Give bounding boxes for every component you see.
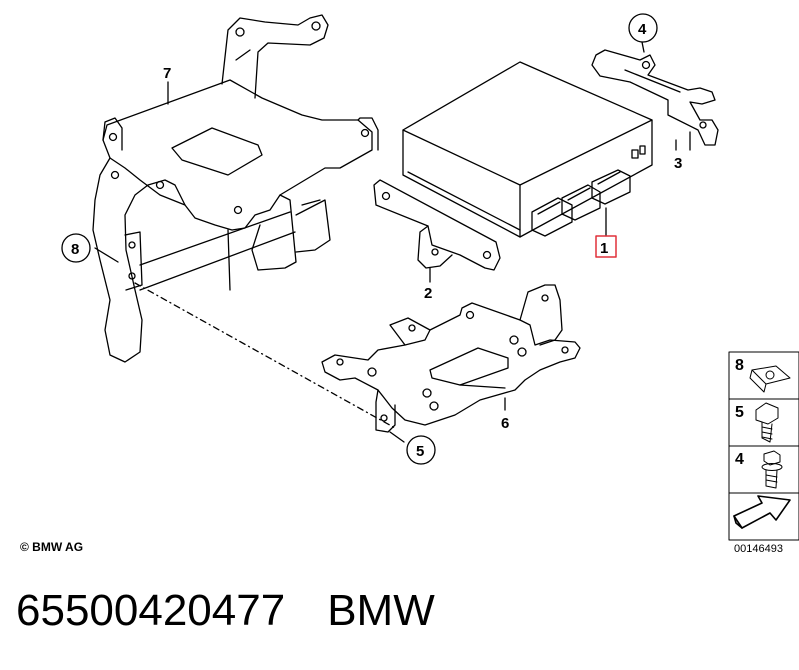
label-part-2: 2 bbox=[424, 285, 432, 302]
arrow-icon bbox=[733, 495, 791, 529]
callout-circle-8 bbox=[61, 233, 91, 263]
label-part-1: 1 bbox=[600, 240, 608, 257]
bracket-part-3 bbox=[591, 49, 719, 151]
highlight-box-part-1 bbox=[595, 235, 617, 258]
carrier-bracket-part-7 bbox=[92, 14, 379, 363]
hardware-legend bbox=[728, 351, 799, 541]
footer-caption: 65500420477 BMW bbox=[16, 586, 477, 636]
label-part-7: 7 bbox=[163, 65, 171, 82]
drawing-number: 00146493 bbox=[734, 543, 783, 555]
callout-circle-4 bbox=[628, 13, 658, 43]
brand-name: BMW bbox=[327, 586, 435, 635]
label-part-8: 8 bbox=[71, 241, 79, 258]
label-part-6: 6 bbox=[501, 415, 509, 432]
part-number: 65500420477 bbox=[16, 586, 286, 635]
label-part-4: 4 bbox=[638, 21, 647, 38]
hex-bolt-icon bbox=[755, 402, 779, 443]
parts-diagram: 7 1 2 3 4 8 5 6 8 5 4 bbox=[61, 13, 799, 541]
control-unit-part-1 bbox=[402, 61, 653, 238]
label-part-3: 3 bbox=[674, 155, 682, 172]
legend-label-5: 5 bbox=[735, 404, 744, 421]
label-part-5: 5 bbox=[416, 443, 424, 460]
legend-label-8: 8 bbox=[735, 357, 744, 374]
flange-bolt-icon bbox=[761, 450, 783, 489]
assembly-line bbox=[134, 282, 396, 429]
callout-circle-5 bbox=[406, 435, 436, 465]
mounting-plate-part-6 bbox=[321, 284, 581, 433]
copyright-text: © BMW AG bbox=[20, 540, 84, 554]
bracket-part-2 bbox=[373, 179, 501, 283]
clip-nut-icon bbox=[749, 365, 791, 393]
legend-label-4: 4 bbox=[735, 451, 744, 468]
